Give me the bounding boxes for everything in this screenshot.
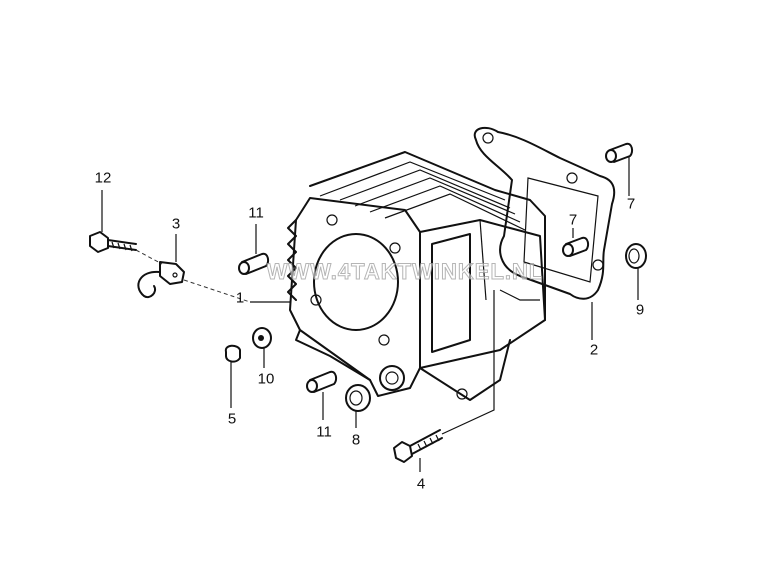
callout-label-10: 10 [257, 370, 275, 388]
callout-label-9: 9 [635, 301, 645, 319]
plug-part-5 [224, 344, 241, 408]
washer-part-8 [345, 384, 371, 428]
clamp-part-3 [137, 234, 185, 298]
alignment-line [183, 279, 251, 303]
bolt-part-12 [89, 190, 137, 253]
callout-label-11: 11 [316, 423, 332, 441]
dowel-pin-part-7-upper [605, 142, 634, 196]
callout-label-7: 7 [626, 195, 636, 213]
callout-label-8: 8 [351, 431, 361, 449]
callout-label-4: 4 [416, 475, 426, 493]
flange-bolt-part-4 [393, 290, 495, 472]
callout-label-5: 5 [227, 410, 237, 428]
callout-label-1: 1 [235, 289, 245, 307]
o-ring-part-9 [625, 243, 647, 300]
callout-label-2: 2 [589, 341, 599, 359]
gasket-part-2 [473, 126, 616, 300]
callout-label-7: 7 [568, 211, 578, 229]
callout-label-11: 11 [248, 204, 264, 222]
dowel-pin-part-7-lower [562, 228, 590, 257]
callout-label-12: 12 [94, 169, 112, 187]
watermark: WWW.4TAKTWINKEL.NL [266, 259, 544, 285]
dowel-pin-part-11-upper [238, 224, 270, 275]
dowel-pin-part-11-lower [306, 370, 338, 420]
washer-part-10 [252, 327, 272, 368]
alignment-line [135, 249, 163, 265]
callout-label-3: 3 [171, 215, 181, 233]
cylinder-part-1 [287, 151, 546, 401]
